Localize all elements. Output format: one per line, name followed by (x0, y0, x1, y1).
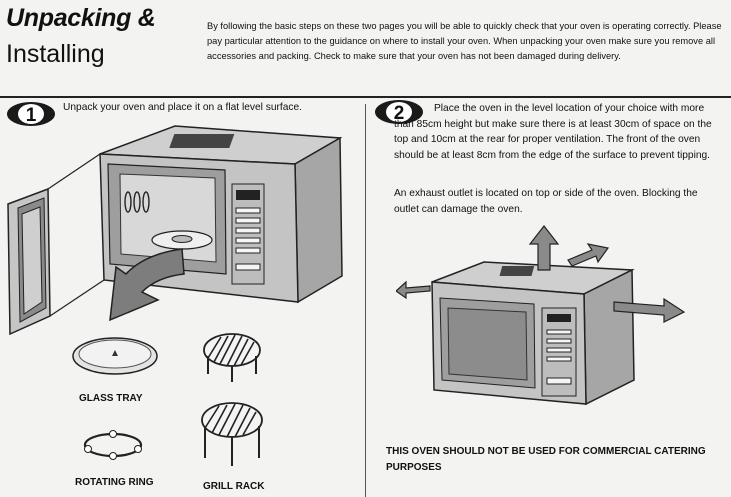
left-vent-arrow-icon (396, 280, 431, 300)
column-divider (365, 104, 366, 497)
commercial-use-warning: THIS OVEN SHOULD NOT BE USED FOR COMMERC… (386, 446, 706, 473)
front-control-panel-icon (541, 307, 577, 397)
up-vent-arrow-icon (528, 225, 560, 271)
control-panel-icon (231, 183, 265, 285)
glass-tray-label: GLASS TRAY (79, 393, 143, 404)
grill-rack-low-icon (203, 333, 261, 382)
intro-paragraph: By following the basic steps on these tw… (207, 21, 722, 61)
section-subtitle: Installing (6, 40, 105, 68)
step-2-text: Place the oven in the level location of … (394, 103, 712, 161)
rotating-ring-icon (83, 430, 143, 460)
grill-rack-label: GRILL RACK (203, 481, 265, 492)
step-1-badge: 1 (6, 101, 56, 132)
header-divider (0, 96, 731, 98)
step-2-badge-icon: 2 (375, 100, 423, 124)
step-2-exhaust-note: An exhaust outlet is located on top or s… (394, 188, 698, 215)
ventilation-illustration (396, 225, 686, 406)
rear-vent-arrow-icon (567, 243, 610, 267)
glass-tray-icon (72, 337, 158, 375)
open-microwave-illustration (7, 125, 343, 336)
step-1-text: Unpack your oven and place it on a flat … (63, 102, 302, 113)
rotating-ring-label: ROTATING RING (75, 477, 154, 488)
right-vent-arrow-icon (613, 297, 686, 323)
top-vent-icon (169, 134, 235, 148)
step-2-badge: 2 (374, 99, 424, 130)
step-2-number: 2 (394, 103, 405, 124)
remove-accessories-arrow-icon (109, 248, 185, 322)
exhaust-vent-icon (499, 266, 535, 276)
grill-rack-high-icon (201, 402, 263, 466)
step-1-badge-icon: 1 (7, 102, 55, 126)
step-1-number: 1 (26, 105, 37, 126)
section-title: Unpacking & (6, 4, 156, 32)
